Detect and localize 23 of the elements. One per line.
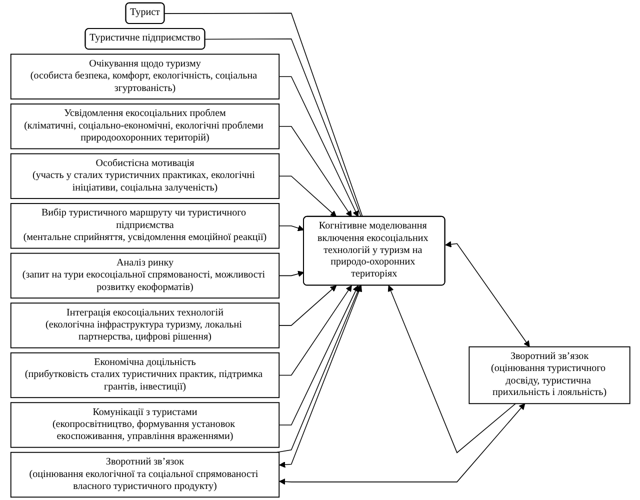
- arrow: [278, 285, 336, 326]
- arrow: [278, 176, 336, 218]
- node-box: Усвідомлення екосоціальних проблем (кліматичні, соціально-економічні, екологічні проблеми природоохоронних територій): [10, 104, 280, 150]
- arrow: [278, 285, 358, 426]
- connector: [164, 12, 363, 218]
- node-box: Особистісна мотивація (участь у сталих туристичних практиках, екологічні ініціативи, соціальна залученість): [10, 153, 280, 199]
- node-box: Зворотний зв’язок (оцінювання екологічної та соціальної спрямованості власного туристичного продукту): [10, 452, 280, 498]
- connector: [204, 38, 362, 218]
- node-box: Економічна доцільність (прибутковість сталих туристичних практик, підтримка грантів, інвестиції): [10, 352, 280, 398]
- node-box: Аналіз ринку (запит на тури екосоціальної спрямованості, можливості розвитку екоформатів): [10, 252, 280, 299]
- node-box: Очікування щодо туризму (особиста безпека, комфорт, екологічність, соціальна згуртованість): [10, 54, 280, 100]
- node-box: Вибір туристичного маршруту чи туристичного підприємства (ментальне сприйняття, усвідомлення емоційної реакції): [10, 203, 280, 249]
- arrow: [278, 270, 304, 277]
- node-box: Інтеграція екосоціальних технологій (екологічна інфраструктура туризму, локальні партнерства, цифрові рішення): [10, 302, 280, 348]
- arrow: [278, 126, 352, 218]
- arrow: [278, 403, 525, 485]
- arrow: [278, 225, 304, 232]
- node-box: Комунікації з туристами (екопросвітництво, формування установок екоспоживання, управління враженнями): [10, 402, 280, 448]
- arrow: [388, 285, 516, 454]
- arrow: [444, 241, 530, 348]
- arrow: [278, 76, 358, 218]
- node-box: Зворотний зв’язок (оцінювання туристичного досвіду, туристична прихильність і лояльність): [468, 346, 630, 404]
- arrow: [278, 285, 352, 376]
